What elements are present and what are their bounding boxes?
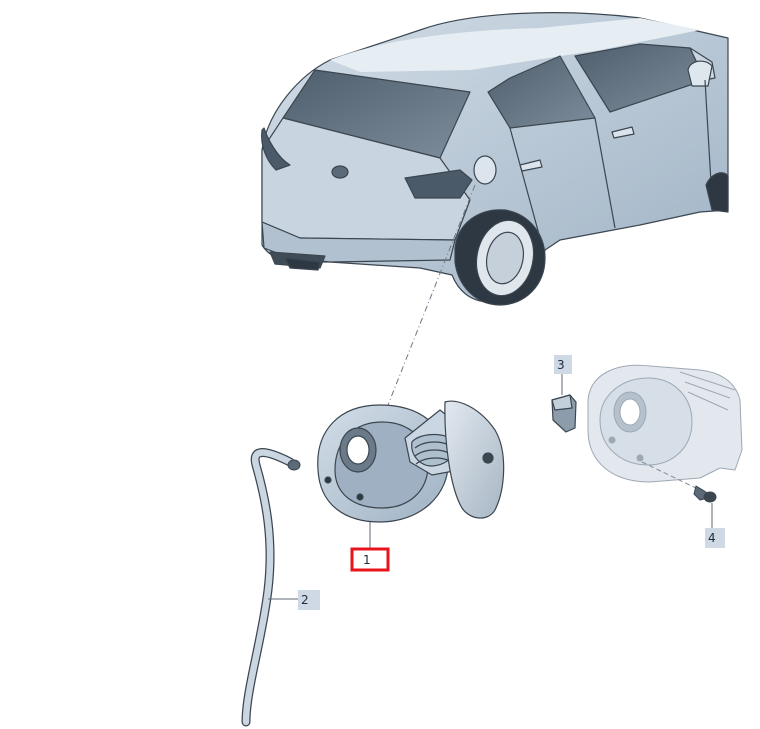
car-illustration — [261, 12, 729, 306]
callout-1-box — [350, 547, 390, 572]
callout-4-box — [705, 528, 725, 548]
callout-3-box — [554, 355, 572, 374]
callout-2-label: 2 — [301, 593, 309, 607]
fuel-filler-flap-assembly[interactable] — [317, 400, 505, 523]
callout-3[interactable]: 3 — [554, 355, 572, 374]
leader-line-car-to-fuel-door — [387, 184, 476, 406]
screw[interactable] — [693, 485, 717, 503]
callout-1[interactable]: 1 — [350, 547, 390, 572]
callout-2-box — [298, 590, 320, 610]
callout-1-label: 1 — [363, 553, 371, 567]
retaining-clip[interactable] — [551, 394, 577, 433]
installed-housing-view — [587, 364, 743, 491]
callout-4-label: 4 — [708, 531, 716, 545]
drain-hose[interactable] — [241, 448, 301, 727]
callout-4[interactable]: 4 — [705, 528, 725, 548]
callout-3-label: 3 — [557, 358, 565, 372]
callout-leader-lines — [268, 374, 713, 600]
callout-2[interactable]: 2 — [298, 590, 320, 610]
